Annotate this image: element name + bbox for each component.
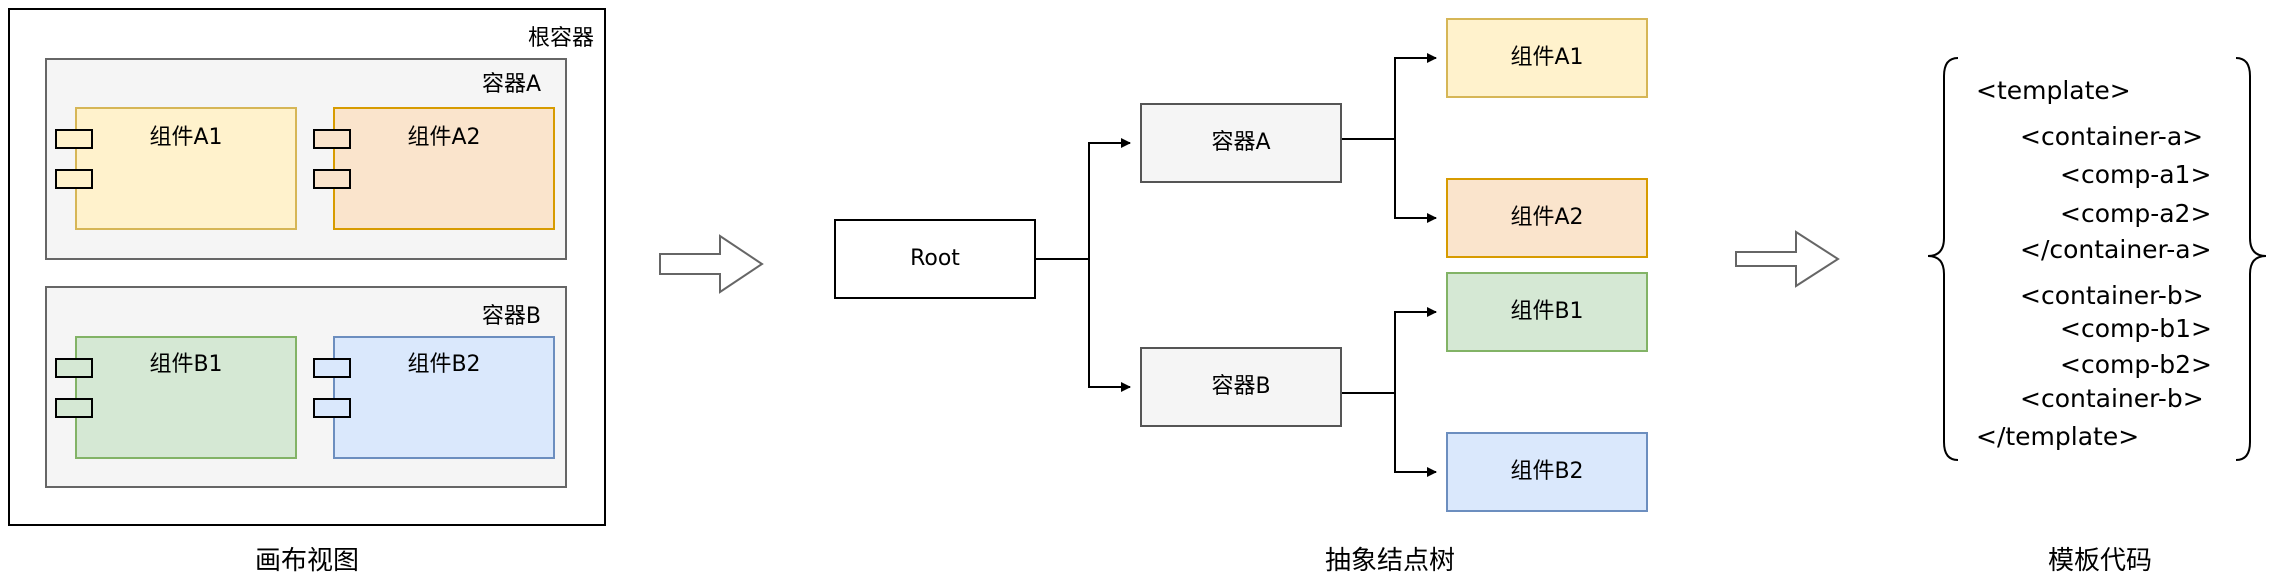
code-line: <comp-b1> — [2060, 314, 2212, 343]
tree-leaf-b1: 组件B1 — [1446, 272, 1648, 352]
component-port-icon — [55, 129, 93, 149]
container-a-label: 容器A — [481, 72, 541, 97]
tree-root-node: Root — [834, 219, 1036, 299]
code-line: <comp-b2> — [2060, 350, 2212, 379]
component-b2-label: 组件B2 — [407, 352, 481, 377]
tree-leaf-b2-label: 组件B2 — [1510, 459, 1584, 484]
container-b-edges — [1342, 307, 1437, 477]
component-port-icon — [55, 169, 93, 189]
tree-leaf-b1-label: 组件B1 — [1510, 299, 1584, 324]
tree-container-a-label: 容器A — [1211, 130, 1271, 155]
component-port-icon — [55, 358, 93, 378]
tree-container-a-node: 容器A — [1140, 103, 1342, 183]
component-port-icon — [313, 129, 351, 149]
component-a2: 组件A2 — [313, 107, 555, 230]
code-line: <container-b> — [2020, 384, 2204, 413]
component-port-icon — [313, 169, 351, 189]
tree-leaf-b2: 组件B2 — [1446, 432, 1648, 512]
left-brace-icon — [1927, 57, 1959, 461]
container-a-edges — [1342, 53, 1437, 223]
component-b1: 组件B1 — [55, 336, 297, 459]
tree-container-b-label: 容器B — [1211, 374, 1271, 399]
component-b2: 组件B2 — [313, 336, 555, 459]
template-view-caption: 模板代码 — [2047, 546, 2152, 576]
block-arrow-icon — [659, 234, 764, 294]
code-line: <comp-a1> — [2060, 160, 2212, 189]
tree-leaf-a1-label: 组件A1 — [1510, 45, 1584, 70]
tree-container-b-node: 容器B — [1140, 347, 1342, 427]
tree-view-caption: 抽象结点树 — [1324, 546, 1455, 576]
component-b1-label: 组件B1 — [149, 352, 223, 377]
root-container-label: 根容器 — [527, 26, 594, 51]
tree-leaf-a2-label: 组件A2 — [1510, 205, 1584, 230]
root-edges — [1036, 138, 1131, 392]
canvas-view-caption: 画布视图 — [254, 546, 359, 576]
code-line: <comp-a2> — [2060, 199, 2212, 228]
code-line: </container-a> — [2020, 235, 2212, 264]
code-line: <template> — [1976, 76, 2131, 105]
component-a2-label: 组件A2 — [407, 125, 481, 150]
component-a1: 组件A1 — [55, 107, 297, 230]
component-port-icon — [313, 358, 351, 378]
tree-root-label: Root — [910, 246, 960, 271]
container-b-label: 容器B — [481, 304, 541, 329]
component-port-icon — [55, 398, 93, 418]
block-arrow-icon — [1735, 230, 1840, 288]
right-brace-icon — [2235, 57, 2267, 461]
tree-leaf-a2: 组件A2 — [1446, 178, 1648, 258]
tree-leaf-a1: 组件A1 — [1446, 18, 1648, 98]
code-line: <container-b> — [2020, 281, 2204, 310]
code-line: </template> — [1976, 422, 2140, 451]
component-port-icon — [313, 398, 351, 418]
component-a1-label: 组件A1 — [149, 125, 223, 150]
code-line: <container-a> — [2020, 122, 2204, 151]
